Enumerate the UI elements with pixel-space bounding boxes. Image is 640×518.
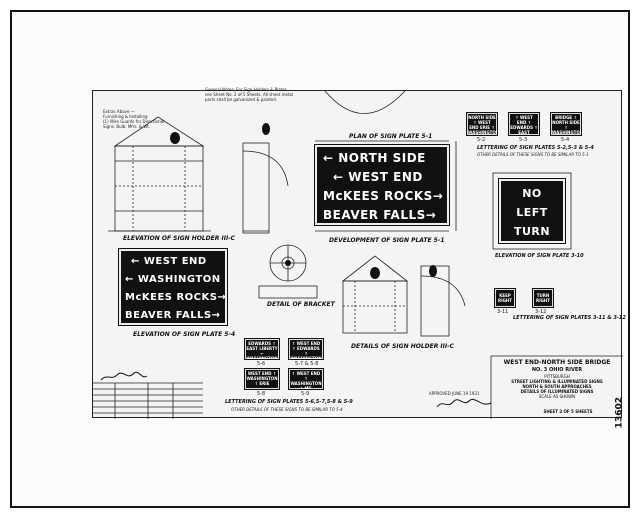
signature-left [100, 371, 148, 381]
title-line-6: DETAILS OF ILLUMINATED SIGNS [520, 389, 594, 394]
mini-sign-5-2: NORTH SIDE ↑ WEST END ERIE ↑ WASHINGTON [466, 112, 500, 136]
mini-sign-5-9: ↑ WEST END ↑ WASHINGTON ↑ MT. WASHINGTON [288, 368, 324, 396]
title-line-2: NO. 3 OHIO RIVER [531, 367, 583, 373]
title-line-5: NORTH & SOUTH APPROACHES [522, 384, 592, 389]
sign-5-4-line-3: McKEES ROCKS→ [125, 292, 227, 303]
label-5-4: 5-4 [561, 137, 570, 143]
caption-plan: PLAN OF SIGN PLATE 5-1 [349, 133, 433, 140]
approval-text: APPROVED JUNE 19 1931 [429, 391, 480, 396]
sign-5-1-line-4: BEAVER FALLS→ [323, 208, 437, 222]
caption-elevation-holder: ELEVATION OF SIGN HOLDER III-C [123, 235, 236, 242]
label-5-2: 5-2 [477, 137, 486, 143]
sign-3-10-line-1: NO [522, 187, 542, 200]
sign-3-10-line-2: LEFT [516, 206, 548, 219]
caption-lettering-top-sub: OTHER DETAILS OF THESE SIGNS TO BE SIMIL… [477, 152, 589, 157]
caption-lettering-top: LETTERING OF SIGN PLATES 5-2,5-3 & 5-4 [477, 145, 594, 151]
sign-5-1-line-2: ← WEST END [333, 170, 423, 184]
sign-5-4-line-4: BEAVER FALLS→ [125, 310, 221, 321]
label-5-9: 5-9 [301, 391, 310, 397]
mini-sign-5-8: WEST END ↑ WASHINGTON ↑ ERIE [244, 368, 280, 390]
label-5-3: 5-3 [519, 137, 528, 143]
title-line-7: SCALE AS SHOWN [538, 394, 576, 399]
signature [436, 398, 492, 408]
sign-5-1-line-1: ← NORTH SIDE [323, 151, 426, 165]
sign-5-4-line-1: ← WEST END [131, 256, 207, 267]
sign-5-1-line-3: McKEES ROCKS→ [323, 189, 444, 203]
caption-lettering-keep: LETTERING OF SIGN PLATES 3-11 & 3-12 [513, 315, 626, 321]
mini-sign-5-7: ↑ WEST END ↑ EDWARDS ↑ WASHINGTON [288, 338, 324, 361]
label-5-8: 5-8 [257, 391, 266, 397]
mini-sign-5-6: EDWARDS ↑ EAST LIBERTY ← WASHINGTON [244, 338, 280, 361]
mini-sign-turn-right: TURN RIGHT [532, 288, 554, 308]
drawing-frame: Extras Above —Furnishing & Installing(1)… [10, 10, 630, 508]
sign-plate-5-1: ← NORTH SIDE ← WEST END McKEES ROCKS→ BE… [314, 144, 450, 226]
title-line-1: WEST END-NORTH SIDE BRIDGE [503, 359, 611, 366]
drawing-sheet: Extras Above —Furnishing & Installing(1)… [92, 87, 626, 419]
holder-elevation-drawing [93, 91, 623, 419]
caption-bracket: DETAIL OF BRACKET [267, 301, 335, 308]
sheet-number: 13602 [614, 397, 624, 429]
sign-plate-5-4: ← WEST END ← WASHINGTON McKEES ROCKS→ BE… [118, 248, 228, 326]
notes-text: Extras Above —Furnishing & Installing(1)… [103, 109, 165, 129]
caption-lettering-main: LETTERING OF SIGN PLATES 5-6,5-7,5-8 & 5… [225, 399, 353, 405]
caption-lettering-main-sub: OTHER DETAILS OF THESE SIGNS TO BE SIMIL… [231, 407, 343, 412]
label-5-6: 5-6 [257, 361, 266, 367]
title-line-4: STREET LIGHTING & ILLUMINATED SIGNS [511, 379, 603, 384]
caption-elevation-3-10: ELEVATION OF SIGN PLATE 3-10 [495, 253, 584, 259]
sign-3-10-line-3: TURN [513, 225, 551, 238]
mini-sign-keep-right: KEEP RIGHT [494, 288, 516, 308]
mini-sign-5-3: ↑ WEST END ↑ EDWARDS ↑ EAST LIBERTY [508, 112, 540, 140]
sign-5-4-line-2: ← WASHINGTON [125, 274, 221, 285]
mini-sign-5-4: BRIDGE ↑ NORTH SIDE ↑ WASHINGTON ↑ [550, 112, 584, 140]
caption-details-holder: DETAILS OF SIGN HOLDER III-C [351, 343, 455, 350]
title-line-3: PITTSBURGH [544, 374, 570, 379]
caption-development: DEVELOPMENT OF SIGN PLATE 5-1 [329, 237, 445, 244]
sign-plate-3-10: NO LEFT TURN [498, 178, 566, 244]
label-3-12: 3-12 [535, 309, 547, 315]
general-notes: General Notes: For Sign Holders & Plates… [205, 87, 294, 102]
sheet-count: SHEET 2 OF 5 SHEETS [543, 409, 593, 414]
label-5-7: 5-7 & 5-8 [295, 361, 319, 367]
caption-elevation-5-4: ELEVATION OF SIGN PLATE 5-4 [133, 331, 236, 338]
label-3-11: 3-11 [497, 309, 509, 315]
